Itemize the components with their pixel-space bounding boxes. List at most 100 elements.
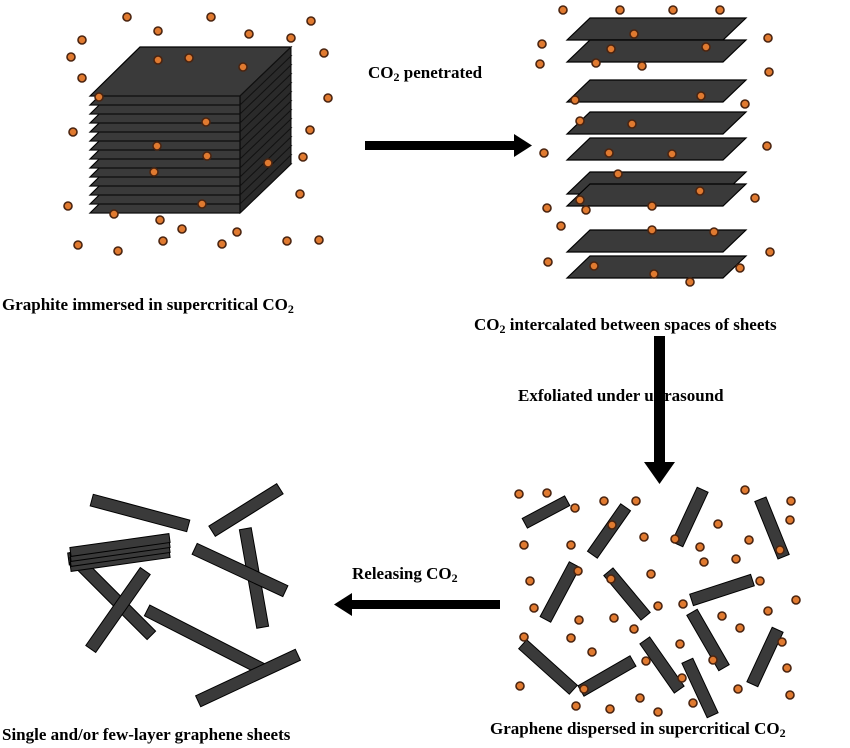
- graphite-layer-edge: [239, 64, 292, 115]
- few-layer-sheet: [69, 533, 171, 557]
- co2-molecule: [668, 5, 678, 15]
- intercalated-sheet: [565, 17, 748, 41]
- co2-molecule: [197, 199, 207, 209]
- co2-molecule: [566, 633, 576, 643]
- graphite-layer-edge: [239, 145, 292, 196]
- co2-molecule: [558, 5, 568, 15]
- graphite-layer-edge: [239, 46, 292, 97]
- co2-molecule: [708, 655, 718, 665]
- co2-molecule: [782, 663, 792, 673]
- co2-molecule: [581, 205, 591, 215]
- co2-molecule: [649, 269, 659, 279]
- co2-molecule: [286, 33, 296, 43]
- co2-molecule: [519, 632, 529, 642]
- graphene-sheet: [191, 542, 289, 598]
- dispersed-flake: [689, 573, 755, 607]
- graphite-layer-edge: [239, 55, 292, 106]
- label-graphite-immersed: Graphite immersed in supercritical CO2: [2, 295, 294, 316]
- graphite-layer-edge: [239, 127, 292, 178]
- co2-molecule: [68, 127, 78, 137]
- co2-molecule: [777, 637, 787, 647]
- co2-molecule: [314, 235, 324, 245]
- co2-molecule: [570, 95, 580, 105]
- graphene-sheet: [194, 648, 302, 708]
- graphene-sheet: [85, 566, 151, 654]
- co2-molecule: [535, 59, 545, 69]
- label-exfoliated: Exfoliated under ultrasound: [518, 386, 724, 405]
- dispersed-flake: [521, 495, 571, 529]
- graphite-layer-edge: [239, 109, 292, 160]
- co2-molecule: [641, 656, 651, 666]
- co2-molecule: [604, 148, 614, 158]
- co2-molecule: [735, 623, 745, 633]
- co2-molecule: [599, 496, 609, 506]
- co2-molecule: [514, 489, 524, 499]
- graphite-layer-edge: [239, 91, 292, 142]
- intercalated-sheet: [565, 229, 748, 253]
- co2-molecule: [537, 39, 547, 49]
- intercalated-sheet: [565, 183, 748, 207]
- dispersed-flake: [671, 486, 709, 548]
- co2-molecule: [677, 673, 687, 683]
- co2-molecule: [177, 224, 187, 234]
- co2-molecule: [217, 239, 227, 249]
- co2-molecule: [740, 99, 750, 109]
- co2-molecule: [579, 684, 589, 694]
- co2-molecule: [639, 532, 649, 542]
- co2-molecule: [589, 261, 599, 271]
- co2-molecule: [570, 503, 580, 513]
- co2-molecule: [306, 16, 316, 26]
- co2-molecule: [733, 684, 743, 694]
- co2-molecule: [542, 203, 552, 213]
- co2-molecule: [646, 569, 656, 579]
- intercalated-sheet: [565, 79, 748, 103]
- co2-molecule: [606, 574, 616, 584]
- co2-molecule: [515, 681, 525, 691]
- label-single-few-layer: Single and/or few-layer graphene sheets: [2, 725, 291, 744]
- co2-molecule: [609, 613, 619, 623]
- co2-molecule: [653, 707, 663, 717]
- co2-molecule: [629, 29, 639, 39]
- co2-molecule: [573, 566, 583, 576]
- dispersed-flake: [681, 657, 719, 719]
- dispersed-graphene: [517, 486, 790, 719]
- co2-molecule: [152, 141, 162, 151]
- co2-molecule: [574, 615, 584, 625]
- co2-molecule: [635, 693, 645, 703]
- co2-molecule: [232, 227, 242, 237]
- co2-molecule: [717, 611, 727, 621]
- co2-molecule: [202, 151, 212, 161]
- co2-molecule: [791, 595, 801, 605]
- co2-molecule: [786, 496, 796, 506]
- graphene-sheet: [89, 493, 191, 533]
- intercalated-sheet: [565, 255, 748, 279]
- co2-molecule: [319, 48, 329, 58]
- co2-molecule: [678, 599, 688, 609]
- co2-molecule: [701, 42, 711, 52]
- co2-molecule: [667, 149, 677, 159]
- co2-molecule: [155, 215, 165, 225]
- co2-molecule: [153, 55, 163, 65]
- co2-molecule: [637, 61, 647, 71]
- co2-molecule: [764, 67, 774, 77]
- co2-molecule: [63, 201, 73, 211]
- co2-molecule: [695, 186, 705, 196]
- co2-molecule: [539, 148, 549, 158]
- graphite-layer-edge: [239, 73, 292, 124]
- co2-molecule: [519, 540, 529, 550]
- co2-molecule: [66, 52, 76, 62]
- co2-molecule: [629, 624, 639, 634]
- co2-molecule: [305, 125, 315, 135]
- co2-molecule: [647, 201, 657, 211]
- co2-molecule: [755, 576, 765, 586]
- co2-molecule: [575, 195, 585, 205]
- co2-molecule: [775, 545, 785, 555]
- co2-molecule: [750, 193, 760, 203]
- co2-molecule: [647, 225, 657, 235]
- co2-molecule: [627, 119, 637, 129]
- co2-molecule: [323, 93, 333, 103]
- co2-molecule: [77, 73, 87, 83]
- co2-molecule: [122, 12, 132, 22]
- co2-molecule: [613, 169, 623, 179]
- co2-molecule: [158, 236, 168, 246]
